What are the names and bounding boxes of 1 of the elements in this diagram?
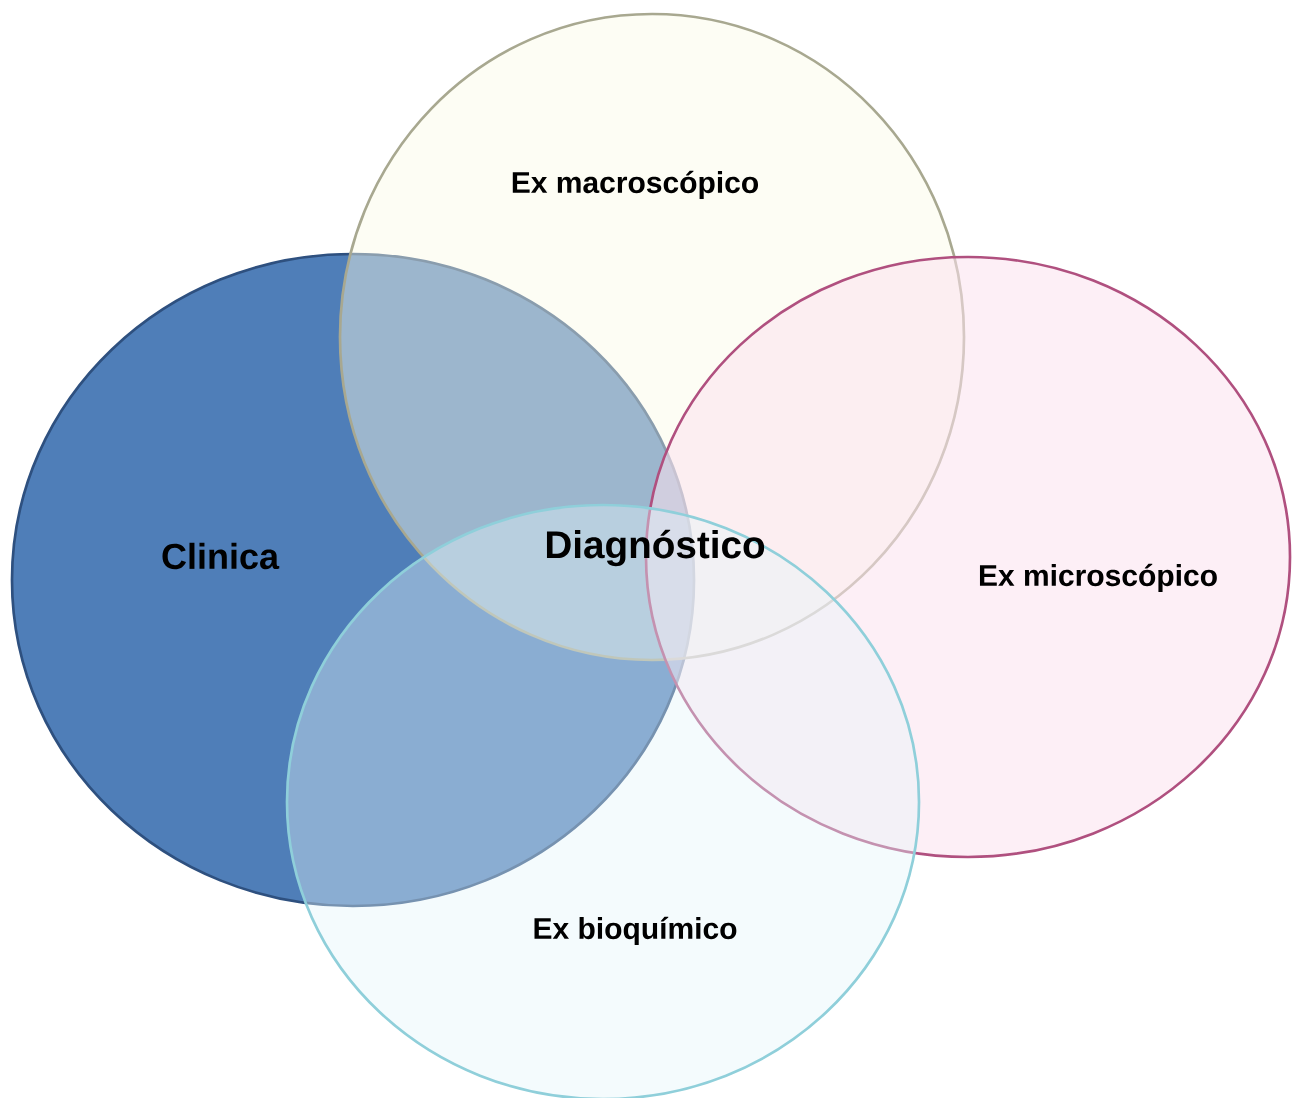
center-label: Diagnóstico	[546, 529, 765, 567]
